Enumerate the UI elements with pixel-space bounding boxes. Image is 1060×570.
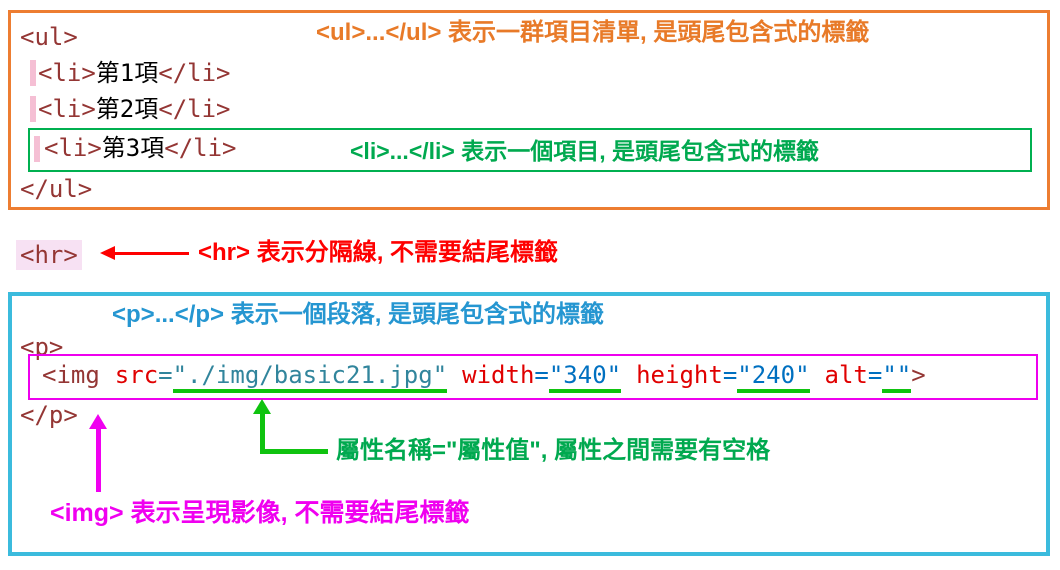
p-annotation: <p>...</p> 表示一個段落, 是頭尾包含式的標籤: [112, 301, 605, 328]
ul-open-tag: <ul>: [20, 23, 78, 51]
li-text: 第1項: [95, 59, 159, 87]
magenta-arrow-vline: [96, 428, 101, 492]
code-line-li-2: <li>第2項</li>: [38, 94, 231, 124]
p-code-box: [8, 292, 1050, 556]
red-arrowhead-icon: [100, 246, 115, 260]
img-close-bracket: >: [911, 361, 926, 389]
equals-sign: =: [722, 361, 738, 389]
red-arrow-line: [113, 252, 189, 255]
revision-mark: [30, 96, 36, 122]
attr-width-value: "340": [548, 362, 622, 393]
attr-annotation: 屬性名稱="屬性值", 屬性之間需要有空格: [336, 437, 771, 464]
attr-height-value: "240": [737, 362, 810, 393]
ul-close-tag: </ul>: [20, 175, 93, 203]
li-highlight-box: [28, 128, 1032, 172]
hr-annotation: <hr> 表示分隔線, 不需要結尾標籤: [198, 239, 559, 266]
attr-alt: alt: [824, 361, 868, 389]
equals-sign: =: [158, 361, 173, 389]
code-line-hr: <hr>: [16, 240, 82, 270]
green-arrow-vline: [260, 413, 265, 454]
equals-sign: =: [867, 361, 883, 389]
equals-sign: =: [534, 361, 549, 389]
li-close-tag: </li>: [164, 134, 237, 162]
li-text: 第2項: [95, 95, 159, 123]
magenta-arrowhead-icon: [89, 414, 107, 429]
li-close-tag: </li>: [158, 59, 231, 87]
img-open-tag: <img: [42, 361, 100, 389]
green-arrowhead-icon: [253, 399, 271, 414]
li-open-tag: <li>: [38, 59, 96, 87]
attr-height: height: [636, 361, 723, 389]
green-arrow-hline: [260, 449, 328, 454]
li-text: 第3項: [101, 134, 165, 162]
hr-tag: <hr>: [16, 240, 82, 270]
revision-mark: [34, 136, 40, 162]
attr-src: src: [114, 361, 159, 389]
p-close-tag: </p>: [20, 401, 78, 429]
code-line-p-close: </p>: [20, 400, 78, 430]
attr-width: width: [462, 361, 535, 389]
li-open-tag: <li>: [44, 134, 102, 162]
li-close-tag: </li>: [158, 95, 231, 123]
img-annotation: <img> 表示呈現影像, 不需要結尾標籤: [50, 499, 470, 527]
attr-src-value: "./img/basic21.jpg": [172, 362, 448, 393]
ul-code-box: [8, 10, 1050, 210]
li-annotation: <li>...</li> 表示一個項目, 是頭尾包含式的標籤: [350, 138, 820, 164]
code-line-li-1: <li>第1項</li>: [38, 58, 231, 88]
img-highlight-box: [28, 354, 1038, 400]
revision-mark: [30, 60, 36, 86]
code-line-ul-open: <ul>: [20, 22, 78, 52]
code-line-li-3: <li>第3項</li>: [44, 133, 237, 163]
attr-alt-value: "": [882, 362, 912, 393]
ul-annotation: <ul>...</ul> 表示一群項目清單, 是頭尾包含式的標籤: [316, 19, 870, 46]
p-open-tag: <p>: [20, 333, 64, 361]
li-open-tag: <li>: [38, 95, 96, 123]
code-line-p-open: <p>: [20, 332, 63, 362]
code-line-ul-close: </ul>: [20, 174, 92, 204]
